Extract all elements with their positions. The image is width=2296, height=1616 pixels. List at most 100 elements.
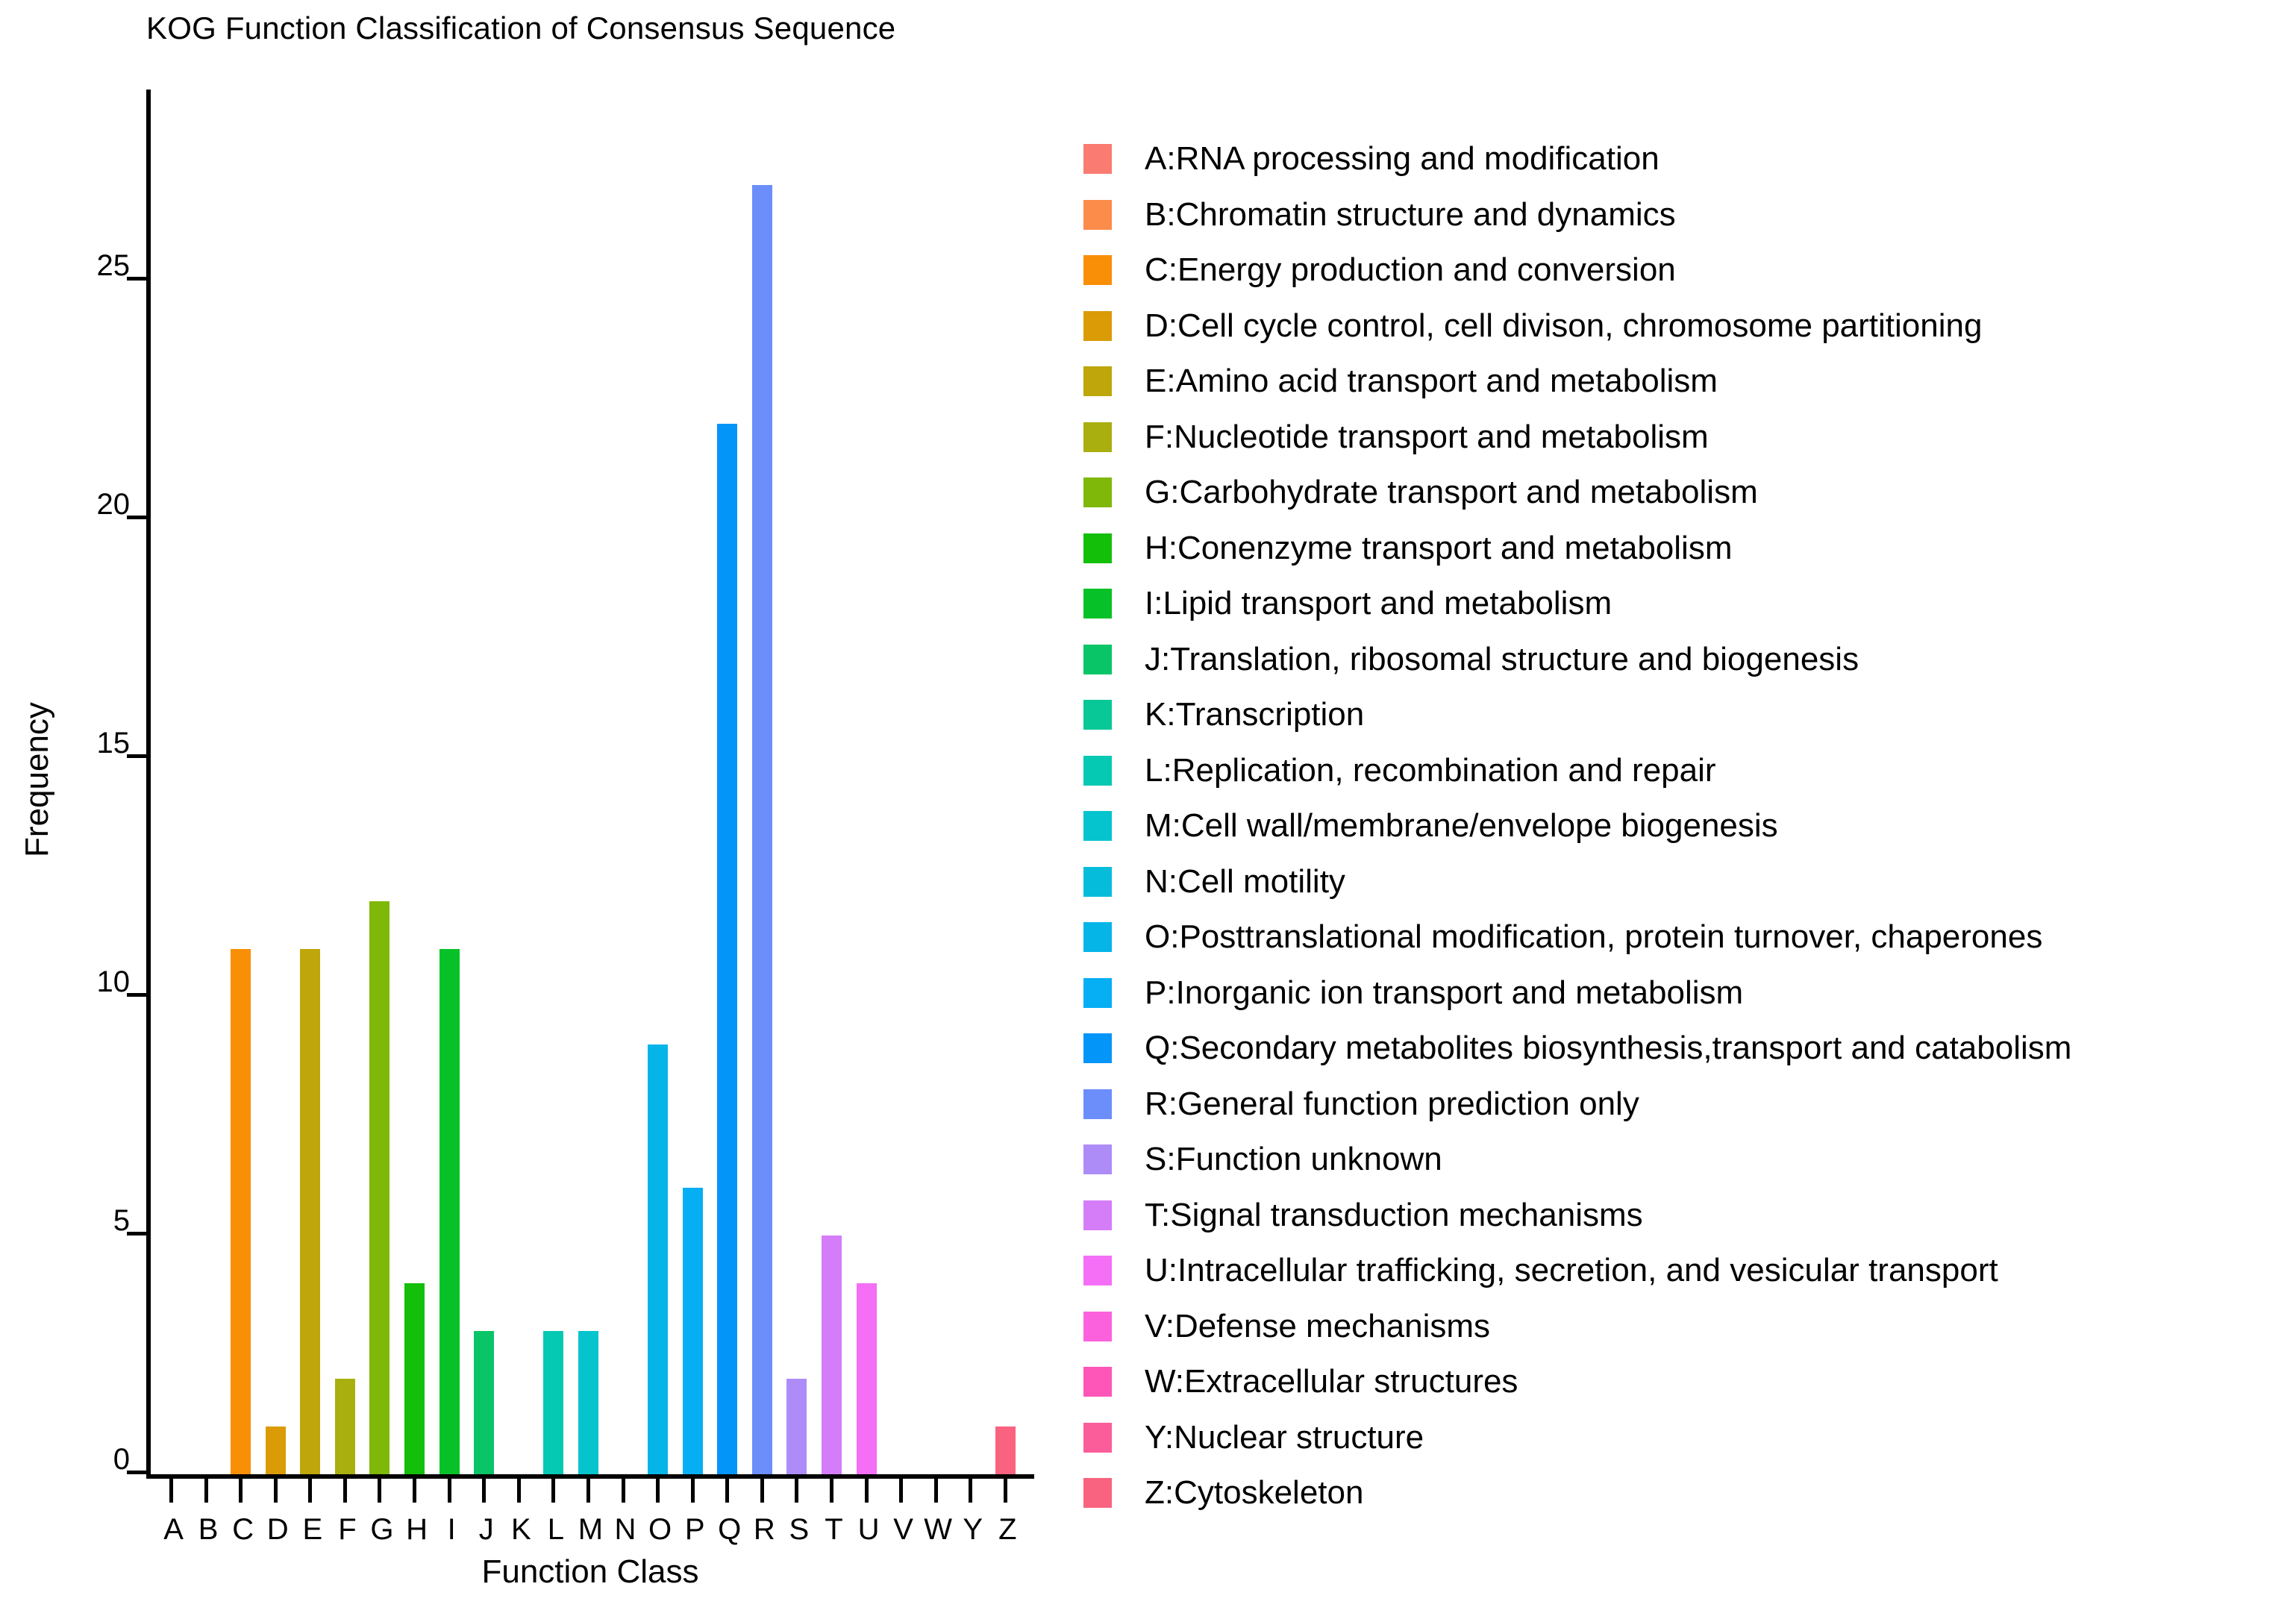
x-tick-label: L — [547, 1513, 564, 1546]
y-tick — [127, 277, 146, 281]
legend-item-i[interactable]: I:Lipid transport and metabolism — [1083, 576, 2071, 632]
legend-item-v[interactable]: V:Defense mechanisms — [1083, 1299, 2071, 1355]
legend-item-p[interactable]: P:Inorganic ion transport and metabolism — [1083, 965, 2071, 1021]
page-title: KOG Function Classification of Consensus… — [146, 10, 896, 46]
y-tick-label: 20 — [96, 488, 131, 521]
legend-item-b[interactable]: B:Chromatin structure and dynamics — [1083, 187, 2071, 243]
bar[interactable] — [300, 949, 321, 1474]
bar[interactable] — [821, 1236, 842, 1474]
legend-item-m[interactable]: M:Cell wall/membrane/envelope biogenesis — [1083, 798, 2071, 854]
bar[interactable] — [786, 1379, 807, 1474]
x-tick — [586, 1479, 590, 1503]
legend-item-label: U:Intracellular trafficking, secretion, … — [1145, 1252, 1998, 1289]
x-tick — [899, 1479, 904, 1503]
bar[interactable] — [543, 1331, 564, 1474]
y-tick-label: 25 — [96, 249, 131, 282]
legend-item-c[interactable]: C:Energy production and conversion — [1083, 242, 2071, 298]
bar[interactable] — [751, 185, 772, 1474]
x-tick — [760, 1479, 764, 1503]
y-tick — [127, 1471, 146, 1474]
legend-item-u[interactable]: U:Intracellular trafficking, secretion, … — [1083, 1243, 2071, 1299]
x-tick — [795, 1479, 799, 1503]
legend-item-q[interactable]: Q:Secondary metabolites biosynthesis,tra… — [1083, 1021, 2071, 1077]
bar[interactable] — [369, 901, 390, 1474]
legend-item-a[interactable]: A:RNA processing and modification — [1083, 131, 2071, 187]
legend-item-e[interactable]: E:Amino acid transport and metabolism — [1083, 354, 2071, 410]
legend-item-g[interactable]: G:Carbohydrate transport and metabolism — [1083, 465, 2071, 521]
legend-item-t[interactable]: T:Signal transduction mechanisms — [1083, 1188, 2071, 1244]
legend-item-label: H:Conenzyme transport and metabolism — [1145, 529, 1733, 566]
legend-item-label: F:Nucleotide transport and metabolism — [1145, 418, 1709, 455]
x-tick — [204, 1479, 208, 1503]
bar[interactable] — [404, 1283, 425, 1474]
bar[interactable] — [474, 1331, 495, 1474]
x-tick-label: D — [266, 1513, 289, 1546]
legend-item-label: V:Defense mechanisms — [1145, 1307, 1491, 1344]
bar[interactable] — [578, 1331, 598, 1474]
x-tick-label: W — [924, 1513, 953, 1546]
bar[interactable] — [334, 1379, 355, 1474]
x-tick — [690, 1479, 695, 1503]
x-tick — [378, 1479, 382, 1503]
legend-item-label: P:Inorganic ion transport and metabolism — [1145, 974, 1744, 1011]
bar[interactable] — [856, 1283, 877, 1474]
legend-item-r[interactable]: R:General function prediction only — [1083, 1077, 2071, 1133]
x-tick — [621, 1479, 625, 1503]
x-axis-line — [146, 1474, 1034, 1479]
x-tick-label: G — [370, 1513, 394, 1546]
x-tick-label: K — [510, 1513, 531, 1546]
legend-item-y[interactable]: Y:Nuclear structure — [1083, 1410, 2071, 1466]
bar[interactable] — [231, 949, 251, 1474]
legend-item-d[interactable]: D:Cell cycle control, cell divison, chro… — [1083, 298, 2071, 354]
legend-swatch-icon — [1083, 977, 1112, 1008]
legend-item-w[interactable]: W:Extracellular structures — [1083, 1354, 2071, 1410]
x-tick-label: Z — [998, 1513, 1017, 1546]
y-axis-title: Frequency — [19, 702, 55, 857]
x-tick-label: J — [478, 1513, 494, 1546]
legend-item-l[interactable]: L:Replication, recombination and repair — [1083, 743, 2071, 799]
legend-item-f[interactable]: F:Nucleotide transport and metabolism — [1083, 410, 2071, 466]
bar[interactable] — [995, 1426, 1016, 1474]
legend-item-o[interactable]: O:Posttranslational modification, protei… — [1083, 909, 2071, 965]
bar[interactable] — [682, 1188, 703, 1474]
legend-item-label: B:Chromatin structure and dynamics — [1145, 195, 1676, 233]
legend-swatch-icon — [1083, 533, 1112, 563]
legend-swatch-icon — [1083, 1422, 1112, 1453]
legend-swatch-icon — [1083, 644, 1112, 674]
x-tick — [482, 1479, 487, 1503]
legend-item-label: G:Carbohydrate transport and metabolism — [1145, 474, 1758, 511]
legend-item-n[interactable]: N:Cell motility — [1083, 854, 2071, 910]
x-tick-label: Q — [718, 1513, 742, 1546]
legend-item-k[interactable]: K:Transcription — [1083, 687, 2071, 743]
legend-swatch-icon — [1083, 1144, 1112, 1175]
legend-swatch-icon — [1083, 700, 1112, 730]
x-tick-label: B — [198, 1513, 219, 1546]
x-tick-label: I — [447, 1513, 456, 1546]
x-tick — [933, 1479, 938, 1503]
legend-item-label: K:Transcription — [1145, 696, 1365, 733]
x-tick — [342, 1479, 347, 1503]
x-tick — [864, 1479, 869, 1503]
y-axis-line — [146, 90, 151, 1479]
legend-swatch-icon — [1083, 1033, 1112, 1064]
legend-swatch-icon — [1083, 1367, 1112, 1397]
bar[interactable] — [439, 949, 460, 1474]
legend-item-s[interactable]: S:Function unknown — [1083, 1132, 2071, 1188]
x-tick-label: M — [578, 1513, 604, 1546]
legend-item-j[interactable]: J:Translation, ribosomal structure and b… — [1083, 632, 2071, 688]
x-tick — [169, 1479, 174, 1503]
bar[interactable] — [648, 1045, 669, 1474]
legend-swatch-icon — [1083, 310, 1112, 341]
x-tick-label: S — [789, 1513, 810, 1546]
legend-item-h[interactable]: H:Conenzyme transport and metabolism — [1083, 521, 2071, 577]
x-tick-label: N — [614, 1513, 636, 1546]
x-tick — [551, 1479, 556, 1503]
legend-item-z[interactable]: Z:Cytoskeleton — [1083, 1465, 2071, 1521]
bar[interactable] — [265, 1426, 286, 1474]
x-tick — [447, 1479, 451, 1503]
legend-swatch-icon — [1083, 366, 1112, 397]
x-tick-label: F — [338, 1513, 357, 1546]
bar[interactable] — [717, 424, 738, 1474]
